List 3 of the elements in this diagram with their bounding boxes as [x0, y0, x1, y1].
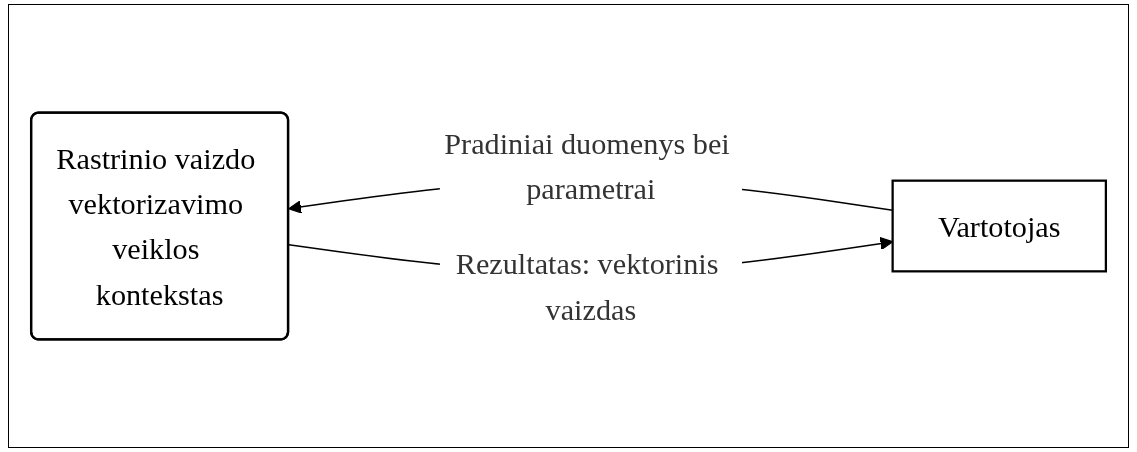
edge-label: Pradiniai duomenys bei parametrai — [444, 126, 730, 205]
node-box: Vartotojas — [891, 179, 1108, 273]
edge-label: Rezultatas: vektorinis vaizdas — [455, 247, 719, 326]
